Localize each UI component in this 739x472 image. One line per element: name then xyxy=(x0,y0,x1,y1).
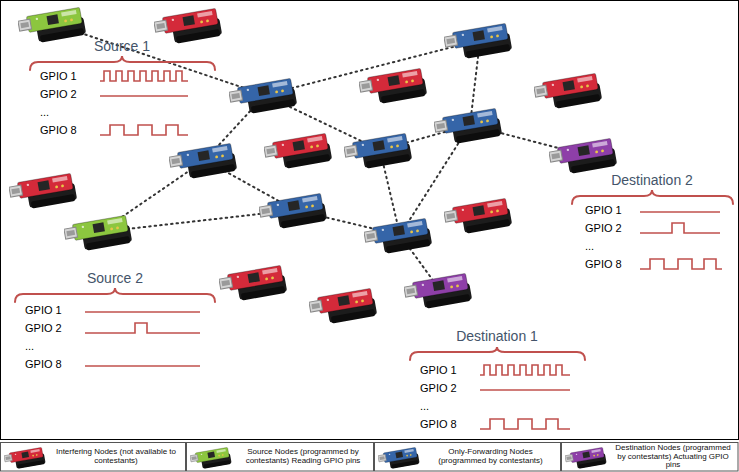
sensor-boards xyxy=(8,7,617,327)
curly-brace xyxy=(572,190,733,204)
pin-label: GPIO 1 xyxy=(40,70,77,83)
legend-entry: Destination Nodes (programmed by contest… xyxy=(611,443,735,471)
interfering-board xyxy=(263,133,332,172)
diagram-frame xyxy=(1,1,739,440)
legend-cell xyxy=(562,443,739,472)
interfering-board xyxy=(358,68,427,107)
pin-label: GPIO 8 xyxy=(25,358,62,371)
legend-board xyxy=(378,447,420,471)
single-pulse xyxy=(640,223,720,233)
pin-label: ... xyxy=(585,240,594,253)
interfering-board xyxy=(308,288,377,327)
legend-cell xyxy=(1,443,186,472)
destination-board xyxy=(548,138,617,177)
group-title: Destination 2 xyxy=(611,172,693,189)
legend-boards xyxy=(4,447,607,471)
interfering-board xyxy=(443,198,512,237)
flat-signal xyxy=(480,389,570,391)
interfering-board xyxy=(533,73,602,112)
curly-brace xyxy=(15,288,215,302)
pin-label: GPIO 2 xyxy=(40,88,77,101)
legend-entry: Source Nodes (programmed by contestants)… xyxy=(236,443,370,471)
flat-signal xyxy=(85,311,200,313)
single-pulse xyxy=(85,323,200,333)
pin-label: ... xyxy=(25,340,34,353)
interfering-board xyxy=(153,8,222,47)
curly-brace xyxy=(30,56,215,70)
pin-label: GPIO 2 xyxy=(420,382,457,395)
pin-label: GPIO 8 xyxy=(585,258,622,271)
pulse-train xyxy=(480,419,570,429)
forwarding-board xyxy=(343,133,412,172)
interfering-board xyxy=(8,173,77,212)
pulse-train xyxy=(480,365,570,375)
legend-cell xyxy=(187,443,374,472)
forwarding-board xyxy=(363,218,432,257)
legend-board xyxy=(565,447,607,471)
forwarding-board xyxy=(228,78,297,117)
interfering-board xyxy=(218,265,287,304)
group-title: Source 2 xyxy=(87,270,143,287)
pin-label: GPIO 2 xyxy=(585,222,622,235)
group-title: Destination 1 xyxy=(456,328,538,345)
forwarding-board xyxy=(258,193,327,232)
pin-label: ... xyxy=(40,106,49,119)
radio-links xyxy=(54,24,585,290)
waveforms xyxy=(85,71,722,429)
pin-label: GPIO 1 xyxy=(585,204,622,217)
braces xyxy=(15,56,733,360)
pin-label: ... xyxy=(420,400,429,413)
legend-text: Destination Nodes (programmed by contest… xyxy=(611,444,735,470)
pulse-train xyxy=(640,259,722,269)
group-title: Source 1 xyxy=(94,38,150,55)
pin-label: GPIO 8 xyxy=(420,418,457,431)
pulse-train xyxy=(100,125,188,135)
legend-board xyxy=(4,447,46,471)
pin-label: GPIO 1 xyxy=(420,364,457,377)
legend-text: Interfering Nodes (not available to cont… xyxy=(50,448,182,466)
forwarding-board xyxy=(433,108,502,147)
radio-link xyxy=(54,24,265,95)
legend-text: Only-Forwarding Nodes (programmed by con… xyxy=(424,448,557,466)
flat-signal xyxy=(640,211,720,213)
legend-text: Source Nodes (programmed by contestants)… xyxy=(236,448,370,466)
pin-label: GPIO 2 xyxy=(25,322,62,335)
legend-entry: Interfering Nodes (not available to cont… xyxy=(50,443,182,471)
curly-brace xyxy=(410,347,585,360)
pin-label: GPIO 8 xyxy=(40,124,77,137)
legend-entry: Only-Forwarding Nodes (programmed by con… xyxy=(424,443,557,471)
source-board xyxy=(63,215,132,254)
flat-signal xyxy=(100,95,188,97)
source-board xyxy=(17,7,86,46)
forwarding-board xyxy=(443,23,512,62)
pin-label: GPIO 1 xyxy=(25,304,62,317)
flat-signal xyxy=(85,365,200,367)
legend-cells xyxy=(1,443,739,472)
pulse-train xyxy=(100,71,188,81)
forwarding-board xyxy=(168,143,237,182)
legend-board xyxy=(190,447,232,471)
destination-board xyxy=(403,273,472,312)
legend-cell xyxy=(375,443,561,472)
